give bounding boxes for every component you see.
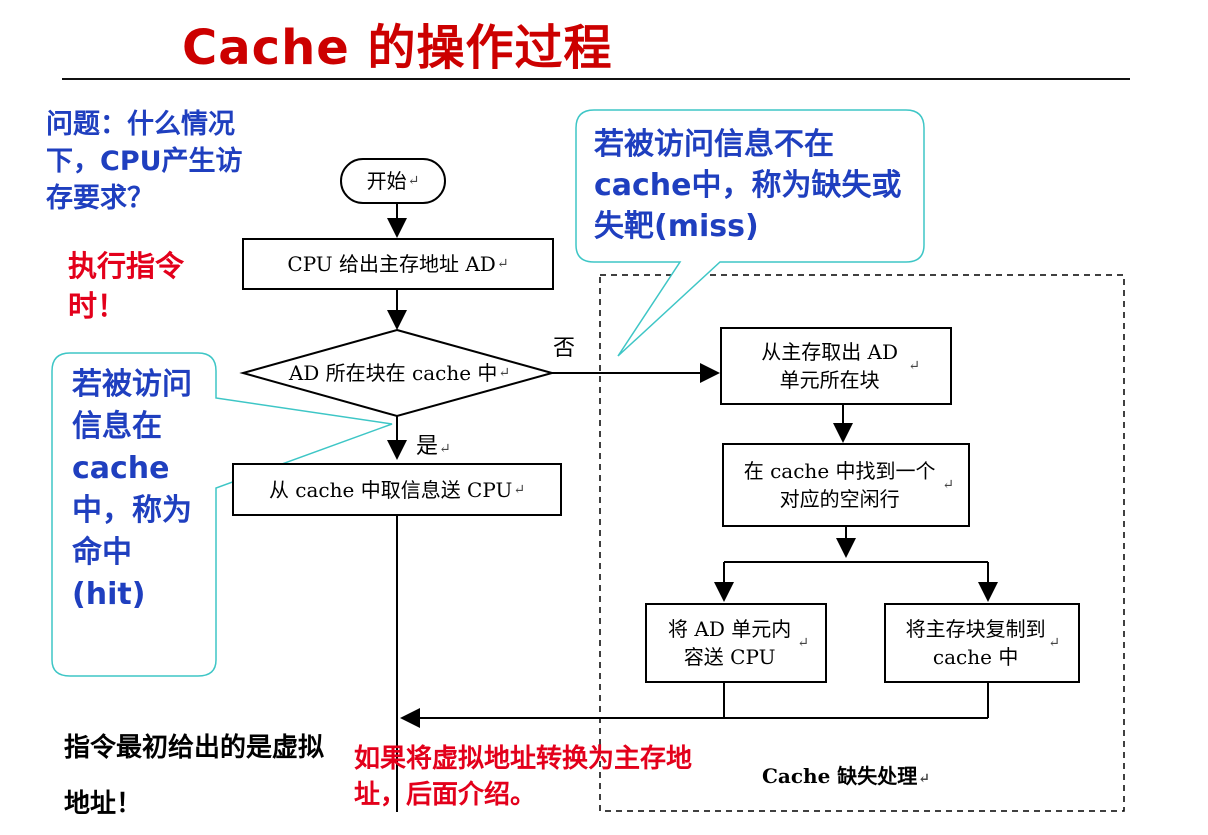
- hit-callout-bubble: [51, 352, 393, 677]
- miss-region-border: [599, 274, 1125, 812]
- yes-label: 是: [416, 434, 439, 459]
- miss-region-label-wrap: Cache 缺失处理↵: [762, 764, 931, 788]
- hit-callout-text: 若被访问信息在cache中，称为命中(hit): [72, 367, 192, 612]
- cpu-address-label: CPU 给出主存地址 AD: [287, 252, 496, 276]
- decision-label-wrap: AD 所在块在 cache 中↵: [288, 361, 511, 385]
- yes-label-wrap: 是↵: [416, 434, 451, 459]
- no-label: 否: [553, 336, 576, 361]
- cpu-address-box: CPU 给出主存地址 AD↵: [242, 238, 554, 290]
- send-cpu-box: 将 AD 单元内容送 CPU↵: [645, 603, 827, 683]
- find-line-box: 在 cache 中找到一个对应的空闲行↵: [722, 443, 970, 527]
- title-underline: [62, 78, 1130, 80]
- virtual-address-note: 指令最初给出的是虚拟地址！: [64, 733, 325, 819]
- copy-block-label: 将主存块复制到 cache 中: [905, 617, 1046, 669]
- hit-action-label: 从 cache 中取信息送 CPU: [268, 477, 513, 502]
- miss-callout-text: 若被访问信息不在cache中，称为缺失或失靶(miss): [594, 127, 902, 244]
- page-title: Cache 的操作过程: [182, 20, 613, 76]
- address-translation-note: 如果将虚拟地址转换为主存地址，后面介绍。: [354, 744, 693, 810]
- miss-fetch-box: 从主存取出 AD 单元所在块↵: [720, 327, 952, 405]
- start-node: 开始↵: [340, 158, 446, 204]
- miss-callout-bubble: [575, 109, 925, 357]
- hit-action-box: 从 cache 中取信息送 CPU↵: [232, 463, 562, 516]
- decision-label: AD 所在块在 cache 中: [288, 361, 498, 385]
- send-cpu-label: 将 AD 单元内容送 CPU: [668, 617, 792, 669]
- question-text: 问题：什么情况下，CPU产生访存要求？: [46, 109, 243, 214]
- find-line-label: 在 cache 中找到一个对应的空闲行: [743, 459, 936, 511]
- answer-exec-text: 执行指令时！: [68, 249, 185, 323]
- miss-fetch-label: 从主存取出 AD 单元所在块: [761, 340, 899, 392]
- start-label: 开始: [366, 169, 407, 193]
- copy-block-box: 将主存块复制到 cache 中↵: [884, 603, 1080, 683]
- miss-region-label: Cache 缺失处理: [762, 764, 918, 788]
